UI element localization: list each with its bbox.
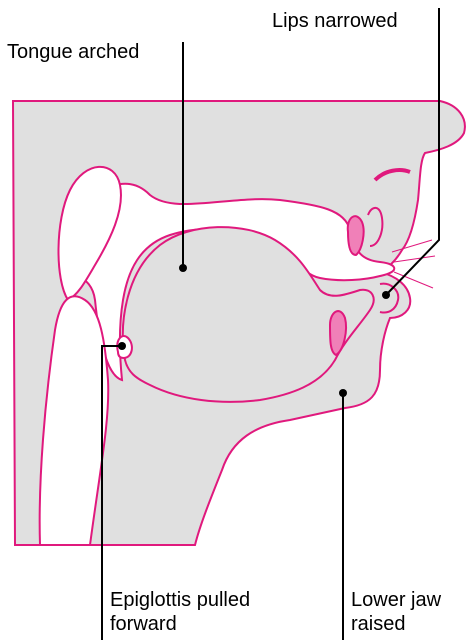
lower-jaw-label-line1: Lower jaw xyxy=(351,588,441,612)
lower-jaw-label: Lower jaw raised xyxy=(351,588,441,636)
tongue-leader-dot xyxy=(179,264,187,272)
lips-narrowed-label: Lips narrowed xyxy=(272,9,398,33)
tongue-arched-label: Tongue arched xyxy=(7,40,139,64)
epiglottis-leader-dot xyxy=(118,342,126,350)
lips-leader-dot xyxy=(382,291,390,299)
airflow-line xyxy=(394,256,435,262)
jaw-leader-dot xyxy=(339,389,347,397)
lower-jaw-label-line2: raised xyxy=(351,612,441,636)
epiglottis-label: Epiglottis pulled forward xyxy=(110,588,250,636)
epiglottis-label-line2: forward xyxy=(110,612,250,636)
epiglottis-label-line1: Epiglottis pulled xyxy=(110,588,250,612)
